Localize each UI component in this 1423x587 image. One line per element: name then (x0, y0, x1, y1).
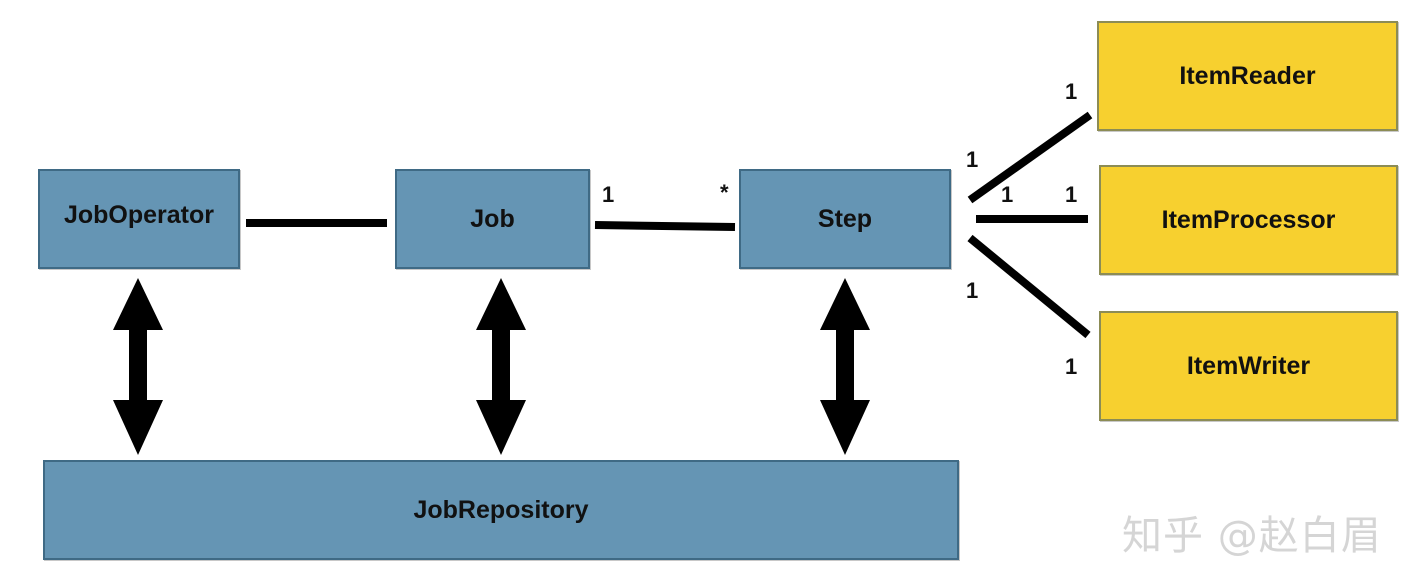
connector-job-step (594, 221, 736, 231)
step-label: Step (817, 204, 873, 233)
multiplicity-reader-end: 1 (1065, 79, 1078, 104)
multiplicity-step-side: * (720, 180, 729, 205)
job-box: Job (395, 169, 590, 269)
connector-step-itemwriter (967, 234, 1091, 339)
joboperator-label: JobOperator (63, 200, 215, 229)
double-arrow-job-repository (476, 278, 526, 455)
multiplicity-step-to-writer: 1 (966, 278, 979, 303)
itemprocessor-label: ItemProcessor (1161, 205, 1336, 234)
multiplicity-step-to-processor: 1 (1001, 182, 1014, 207)
jobrepository-label: JobRepository (413, 495, 589, 524)
watermark: 知乎 @赵白眉 (1122, 513, 1382, 559)
joboperator-box: JobOperator (38, 169, 240, 269)
double-arrow-step-repository (820, 278, 870, 455)
itemprocessor-box: ItemProcessor (1099, 165, 1398, 275)
multiplicity-processor-end: 1 (1065, 182, 1078, 207)
itemwriter-box: ItemWriter (1099, 311, 1398, 421)
connector-step-itemreader (967, 111, 1093, 204)
multiplicity-step-to-reader: 1 (966, 147, 979, 172)
multiplicity-job-side: 1 (602, 182, 615, 207)
job-label: Job (470, 204, 515, 233)
jobrepository-box: JobRepository (43, 460, 959, 560)
double-arrow-joboperator-repository (113, 278, 163, 455)
step-box: Step (739, 169, 951, 269)
multiplicity-writer-end: 1 (1065, 354, 1078, 379)
itemreader-box: ItemReader (1097, 21, 1398, 131)
itemreader-label: ItemReader (1179, 61, 1316, 90)
itemwriter-label: ItemWriter (1186, 351, 1311, 380)
